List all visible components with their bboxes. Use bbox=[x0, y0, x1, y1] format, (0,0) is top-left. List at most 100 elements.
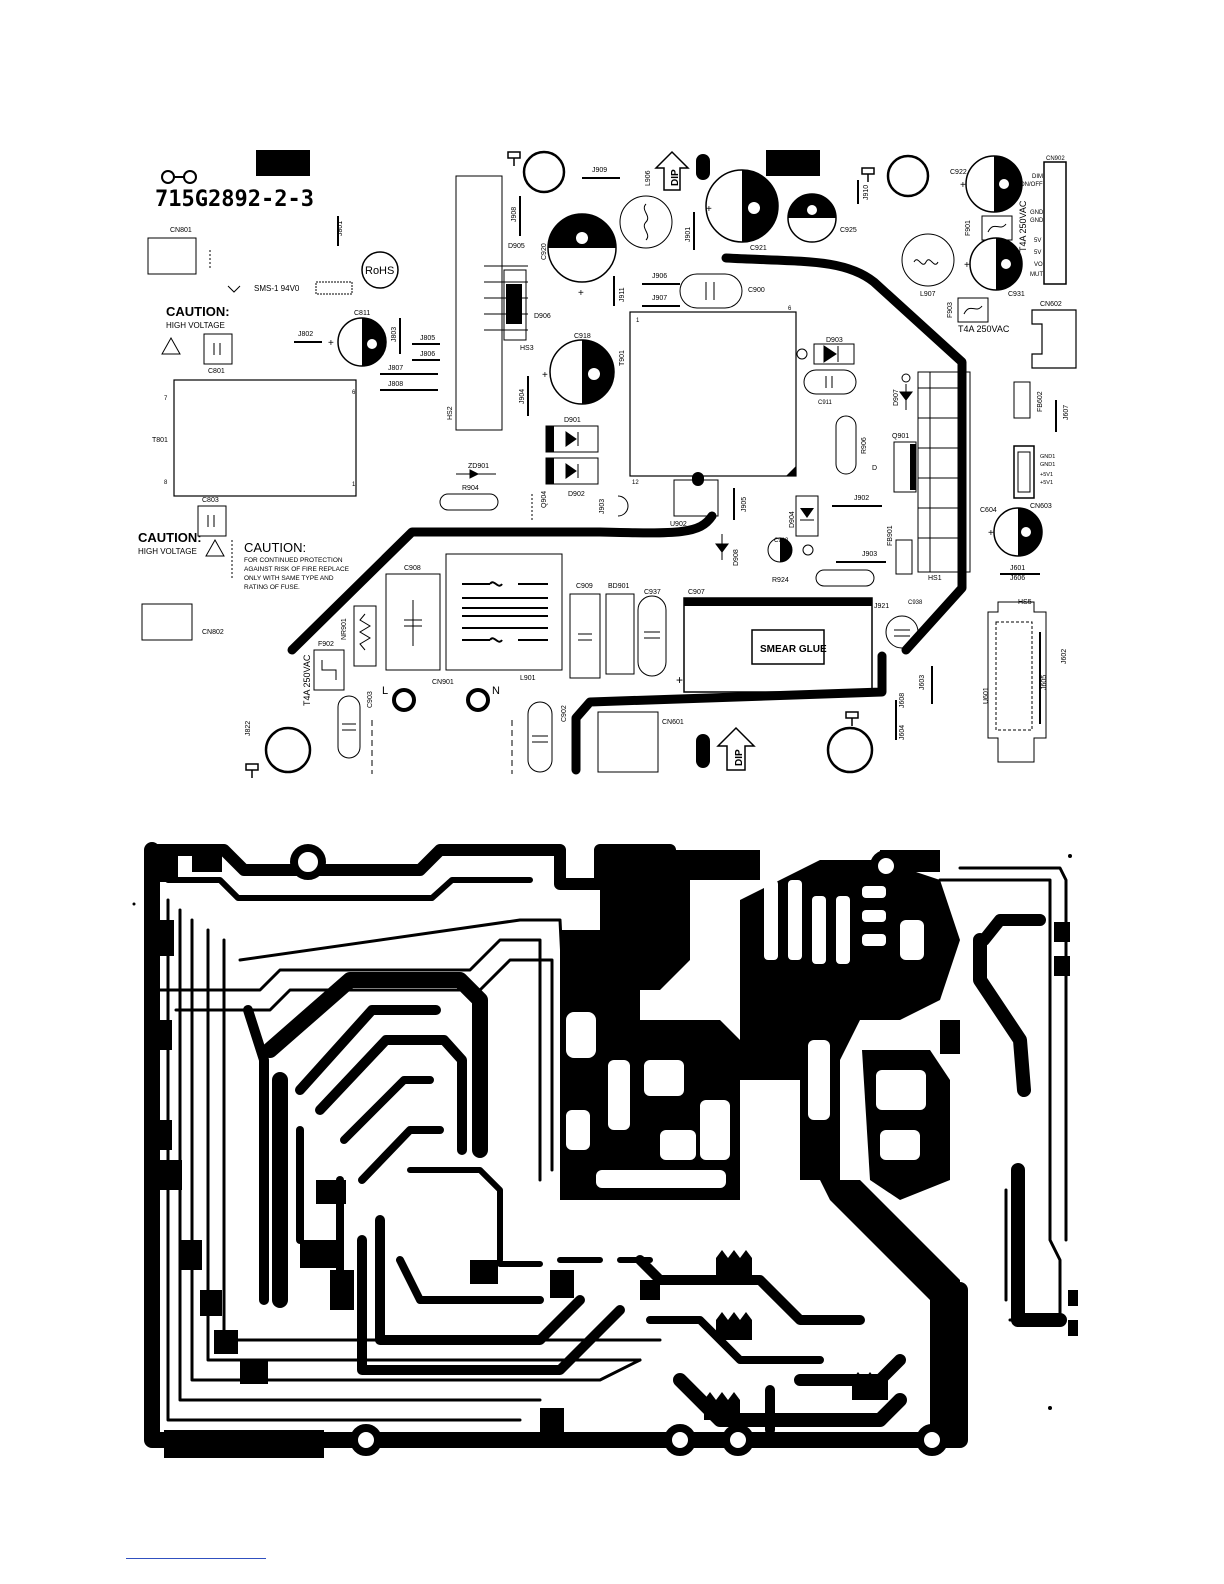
ref-nr901: NR901 bbox=[341, 618, 348, 640]
ref-j908: J908 bbox=[511, 207, 518, 222]
c908-outline bbox=[385, 573, 441, 671]
cn602-outline bbox=[1031, 309, 1077, 369]
board-number: 715G2892-2-3 bbox=[155, 187, 314, 212]
ref-hs3: HS3 bbox=[520, 345, 534, 352]
copper-hole-bottom-2 bbox=[664, 1424, 696, 1456]
f903-fuse bbox=[957, 297, 989, 323]
d908-diode bbox=[715, 534, 729, 560]
cn902-outline bbox=[1043, 161, 1067, 285]
cn902-pin-gnd2: GND bbox=[1030, 218, 1044, 224]
u601-outline bbox=[995, 621, 1033, 731]
ref-c913: C913 bbox=[774, 538, 789, 544]
ref-j807: J807 bbox=[388, 365, 403, 372]
ref-j906: J906 bbox=[652, 273, 667, 280]
caution1-sub: HIGH VOLTAGE bbox=[166, 321, 225, 330]
ref-c908: C908 bbox=[404, 565, 421, 572]
svg-text:+: + bbox=[988, 528, 994, 539]
copper-hole-bottom-1 bbox=[350, 1424, 382, 1456]
caution2-title: CAUTION: bbox=[138, 530, 202, 545]
svg-text:+: + bbox=[960, 180, 966, 191]
label-block-left bbox=[256, 150, 310, 176]
date-code-box bbox=[315, 281, 353, 295]
ref-j805: J805 bbox=[420, 335, 435, 342]
c937-outline bbox=[637, 595, 667, 677]
ref-r904: R904 bbox=[462, 485, 479, 492]
svg-text:1: 1 bbox=[636, 318, 640, 324]
ref-r906: R906 bbox=[861, 437, 868, 454]
ref-hs2: HS2 bbox=[447, 406, 454, 420]
smear-glue-text: SMEAR GLUE bbox=[760, 644, 827, 655]
cn902-pin-5v1: 5V bbox=[1034, 238, 1041, 244]
dip-arrow-bottom bbox=[716, 726, 756, 771]
svg-text:7: 7 bbox=[164, 396, 168, 402]
line-label-l: L bbox=[382, 685, 388, 697]
ref-d905: D905 bbox=[508, 243, 525, 250]
ref-l901: L901 bbox=[520, 675, 536, 682]
cn603-pin-1: GND1 bbox=[1040, 454, 1055, 460]
ref-j822: J822 bbox=[245, 721, 252, 736]
ref-d908: D908 bbox=[733, 549, 740, 566]
fb901-bead bbox=[895, 539, 913, 575]
sms-text: SMS-1 94V0 bbox=[254, 284, 300, 293]
caution3-title: CAUTION: bbox=[244, 540, 306, 555]
footer-link-underline bbox=[126, 1558, 266, 1559]
smear-glue-box bbox=[751, 629, 825, 665]
ref-cn902: CN902 bbox=[1046, 156, 1065, 162]
line-terminal-l bbox=[392, 688, 416, 712]
ref-c911: C911 bbox=[818, 400, 833, 406]
hv-warning-icon-2 bbox=[205, 538, 225, 557]
screw-icon-top-right bbox=[861, 167, 875, 182]
svg-text:+: + bbox=[328, 338, 334, 349]
dip-label-top: DIP bbox=[670, 169, 681, 186]
r906-resistor bbox=[835, 415, 857, 475]
label-block-right bbox=[766, 150, 820, 176]
t901-outline bbox=[629, 311, 797, 477]
fb602-bead bbox=[1013, 381, 1031, 419]
ref-zd901: ZD901 bbox=[468, 463, 489, 470]
ref-d904: D904 bbox=[789, 511, 796, 528]
ref-u902: U902 bbox=[670, 521, 687, 528]
copper-hole-top-1 bbox=[290, 844, 326, 880]
l906-coil bbox=[619, 195, 673, 249]
ref-c909: C909 bbox=[576, 583, 593, 590]
fuse-rating-1: T4A 250VAC bbox=[1018, 200, 1028, 252]
silkscreen-thick-traces bbox=[287, 253, 967, 775]
ref-cn601: CN601 bbox=[662, 719, 684, 726]
mount-hole-top-2 bbox=[886, 154, 930, 198]
cn603-pin-2: GND1 bbox=[1040, 462, 1055, 468]
svg-text:1: 1 bbox=[352, 482, 356, 488]
svg-text:8: 8 bbox=[164, 480, 168, 486]
ref-j605: J605 bbox=[1041, 675, 1048, 690]
cn902-pin-5v2: 5V bbox=[1034, 250, 1041, 256]
ref-j909: J909 bbox=[592, 167, 607, 174]
svg-text:+: + bbox=[676, 673, 683, 687]
pad-top bbox=[696, 154, 710, 180]
ref-u601: U601 bbox=[983, 687, 990, 704]
fuse-rating-3: T4A 250VAC bbox=[302, 654, 312, 706]
caution2-sub: HIGH VOLTAGE bbox=[138, 547, 197, 556]
caution3-line-1: FOR CONTINUED PROTECTION bbox=[244, 557, 343, 564]
ref-j603: J603 bbox=[919, 675, 926, 690]
ul-mark bbox=[227, 285, 241, 293]
ref-c811: C811 bbox=[354, 310, 370, 317]
svg-text:D: D bbox=[872, 465, 877, 472]
nr901-outline bbox=[353, 605, 377, 667]
c803-outline bbox=[197, 505, 227, 537]
ref-c918: C918 bbox=[574, 333, 591, 340]
ref-d901: D901 bbox=[564, 417, 581, 424]
t801-outline bbox=[173, 379, 357, 497]
ref-j802: J802 bbox=[298, 331, 313, 338]
ref-hs5: HS5 bbox=[1018, 599, 1032, 606]
mount-hole-top-1 bbox=[522, 150, 566, 194]
bd901-outline bbox=[605, 593, 635, 675]
ref-f902: F902 bbox=[318, 641, 334, 648]
c909-outline bbox=[569, 593, 601, 679]
ref-c921: C921 bbox=[750, 245, 767, 252]
line-terminal-n bbox=[466, 688, 490, 712]
silkscreen-layer: 715G2892-2-3 CN801 RoHS SMS-1 94V0 J801 … bbox=[138, 150, 1077, 778]
cn601-outline bbox=[597, 711, 659, 773]
ref-c801: C801 bbox=[208, 368, 225, 375]
ref-cn801: CN801 bbox=[170, 227, 192, 234]
screw-icon-bottom-right bbox=[845, 711, 859, 726]
r904-resistor bbox=[439, 493, 499, 511]
